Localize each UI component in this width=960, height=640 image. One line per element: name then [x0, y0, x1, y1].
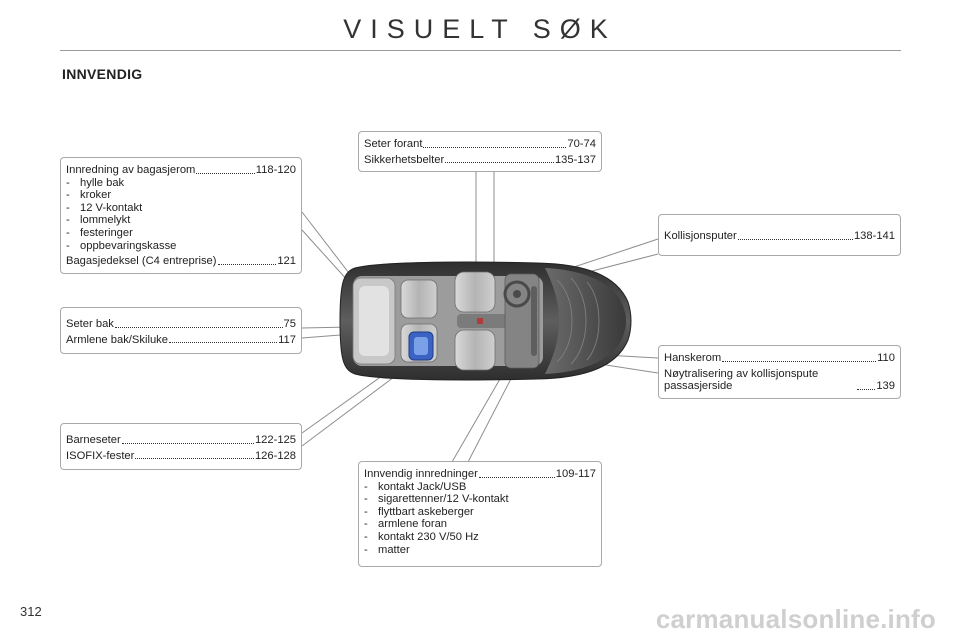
front-seat-right: [454, 329, 496, 371]
list-item: -flyttbart askeberger: [364, 505, 474, 518]
title-divider: [60, 50, 901, 51]
list-item: -kontakt Jack/USB: [364, 480, 467, 493]
watermark: carmanualsonline.info: [655, 604, 936, 634]
list-item: -hylle bak: [66, 176, 125, 189]
rear-bench-left: [400, 279, 438, 319]
list-item: -matter: [364, 543, 410, 556]
list-item: -sigarettenner/12 V-kontakt: [364, 493, 509, 506]
list-item: -lommelykt: [66, 214, 131, 227]
list-item: -oppbevaringskasse: [66, 239, 177, 252]
list-item: -armlene foran: [364, 518, 448, 531]
page-number: 312: [20, 604, 42, 619]
steering-wheel: [503, 280, 531, 308]
car-hood: [545, 268, 626, 374]
dashboard: [504, 273, 540, 369]
page-title: VISUELT SØK: [343, 14, 617, 44]
list-item: -kroker: [66, 189, 112, 202]
list-item: -festeringer: [66, 226, 133, 239]
ref-airbag-neutralisation[interactable]: Nøytralisering av kollisjonspute passasj…: [664, 367, 895, 393]
list-item: -12 V-kontakt: [66, 201, 143, 214]
front-seat-left: [454, 271, 496, 313]
section-heading: INNVENDIG: [62, 66, 143, 82]
cabin-floor: [353, 276, 543, 366]
list-item: -kontakt 230 V/50 Hz: [364, 530, 479, 543]
ref-luggage-cover[interactable]: Bagasjedeksel (C4 entreprise)121: [66, 255, 296, 268]
car-interior-illustration: [339, 261, 632, 381]
